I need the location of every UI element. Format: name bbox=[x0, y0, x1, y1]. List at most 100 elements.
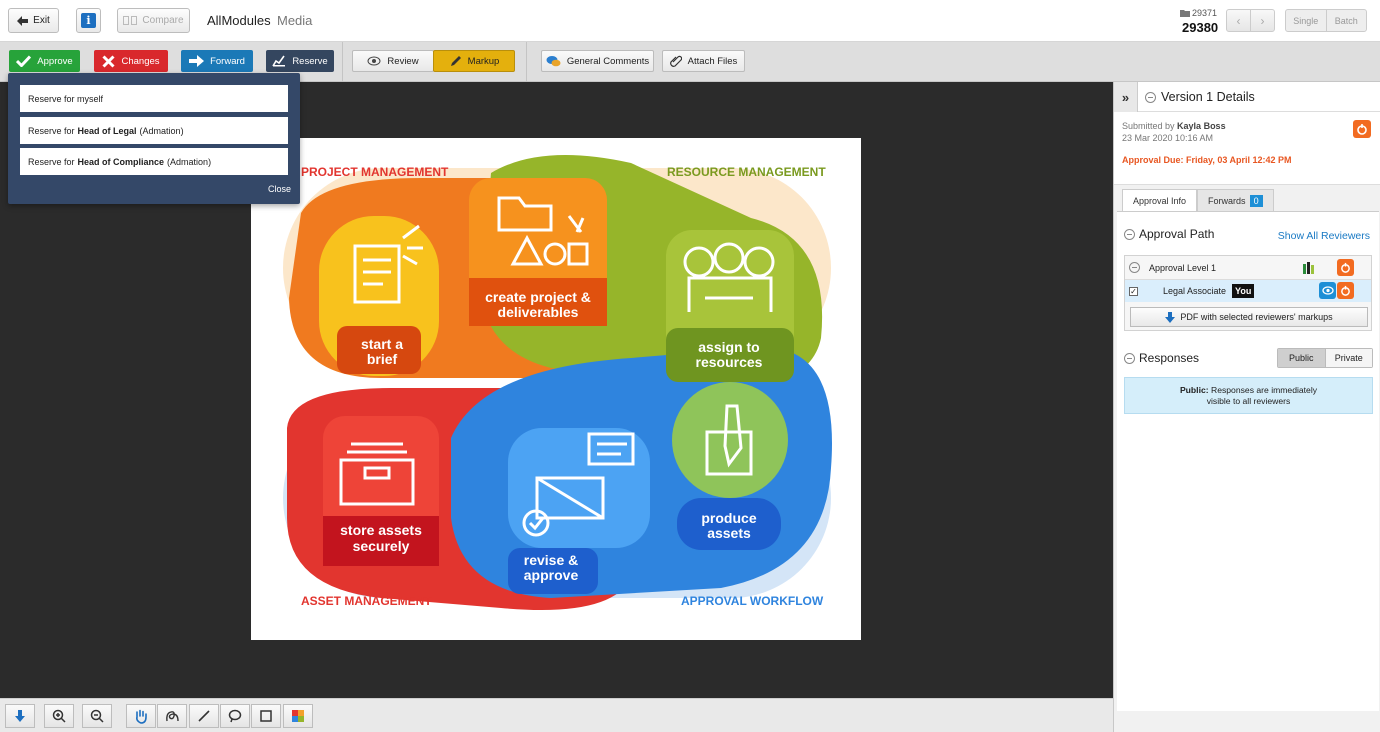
compare-label: Compare bbox=[142, 15, 184, 26]
option-org: (Admation) bbox=[167, 156, 212, 167]
view-mode-toggle: Single Batch bbox=[1285, 9, 1367, 32]
zoom-in-button[interactable] bbox=[44, 704, 74, 728]
reserve-button[interactable]: Reserve bbox=[266, 50, 334, 72]
step-produce-line2: assets bbox=[707, 525, 751, 541]
approve-label: Approve bbox=[37, 55, 73, 67]
rectangle-icon bbox=[260, 710, 272, 722]
divider bbox=[342, 42, 343, 82]
approve-button[interactable]: Approve bbox=[9, 50, 80, 72]
review-mode-button[interactable]: Review bbox=[352, 50, 434, 72]
double-chevron-right-icon: » bbox=[1121, 89, 1130, 105]
comments-icon bbox=[546, 55, 561, 66]
tab-approval-info[interactable]: Approval Info bbox=[1122, 189, 1198, 211]
previous-version[interactable]: 29371 bbox=[1180, 8, 1217, 18]
changes-button[interactable]: Changes bbox=[94, 50, 168, 72]
freehand-tool-button[interactable] bbox=[157, 704, 187, 728]
pen-icon bbox=[705, 404, 753, 476]
option-prefix: Reserve for bbox=[28, 125, 75, 136]
attach-files-label: Attach Files bbox=[687, 55, 738, 67]
check-icon bbox=[16, 55, 32, 67]
private-button[interactable]: Private bbox=[1324, 349, 1372, 367]
info-button[interactable]: i bbox=[76, 8, 101, 33]
option-role: Head of Legal bbox=[77, 125, 137, 136]
submitter-name: Kayla Boss bbox=[1177, 121, 1226, 131]
approval-due: Approval Due: Friday, 03 April 12:42 PM bbox=[1122, 155, 1292, 165]
color-picker-button[interactable] bbox=[283, 704, 313, 728]
workflow-infographic: start a brief create project & deliverab… bbox=[283, 155, 832, 610]
approval-level-row[interactable]: Approval Level 1 bbox=[1125, 256, 1371, 280]
pdf-button-label: PDF with selected reviewers' markups bbox=[1180, 312, 1333, 322]
line-tool-button[interactable] bbox=[189, 704, 219, 728]
tile-produce bbox=[672, 382, 788, 498]
forwards-count-badge: 0 bbox=[1249, 194, 1263, 207]
show-all-reviewers-link[interactable]: Show All Reviewers bbox=[1277, 230, 1370, 242]
heading-resource: RESOURCE MANAGEMENT bbox=[667, 165, 826, 179]
reserve-head-of-compliance-option[interactable]: Reserve for Head of Compliance (Admation… bbox=[20, 148, 288, 175]
attach-files-button[interactable]: Attach Files bbox=[662, 50, 745, 72]
you-badge: You bbox=[1232, 284, 1255, 298]
hand-icon bbox=[136, 709, 147, 724]
details-panel: » Version 1 Details Submitted by Kayla B… bbox=[1113, 82, 1380, 732]
tile-revise bbox=[508, 428, 650, 548]
top-bar: Exit i Compare AllModules Media 29371 29… bbox=[0, 0, 1380, 42]
reserve-icon bbox=[272, 55, 286, 67]
collapse-icon bbox=[1129, 262, 1140, 273]
view-batch-button[interactable]: Batch bbox=[1325, 10, 1367, 31]
option-prefix: Reserve for bbox=[28, 156, 75, 167]
view-single-button[interactable]: Single bbox=[1293, 15, 1319, 26]
bottom-toolbar bbox=[0, 698, 1113, 732]
divider bbox=[526, 42, 527, 82]
reserve-head-of-legal-option[interactable]: Reserve for Head of Legal (Admation) bbox=[20, 117, 288, 144]
close-dropdown-link[interactable]: Close bbox=[267, 184, 291, 194]
exit-button[interactable]: Exit bbox=[8, 8, 59, 33]
step-create-line1: create project & bbox=[485, 289, 591, 305]
chevron-right-icon[interactable]: › bbox=[1250, 10, 1274, 31]
reviewer-checkbox[interactable]: ✓ bbox=[1129, 286, 1138, 296]
review-label: Review bbox=[387, 55, 419, 67]
pencil-icon bbox=[450, 55, 461, 66]
approval-path-heading[interactable]: Approval Path bbox=[1124, 227, 1214, 241]
step-store-line1: store assets bbox=[340, 522, 422, 538]
exit-label: Exit bbox=[33, 15, 50, 26]
folder-icon bbox=[1180, 10, 1190, 17]
reviewer-row[interactable]: ✓ Legal Associate You bbox=[1125, 280, 1371, 302]
ellipse-tool-button[interactable] bbox=[220, 704, 250, 728]
step-brief-line1: start a bbox=[361, 336, 403, 352]
collapse-icon bbox=[1124, 352, 1135, 364]
compare-button[interactable]: Compare bbox=[117, 8, 190, 33]
responses-heading[interactable]: Responses bbox=[1124, 351, 1199, 365]
step-revise-line2: approve bbox=[524, 567, 579, 583]
step-produce-line1: produce bbox=[701, 510, 756, 526]
submitted-prefix: Submitted by bbox=[1122, 121, 1175, 131]
app-title: AllModules bbox=[207, 13, 271, 28]
lasso-icon bbox=[228, 709, 242, 723]
view-markup-icon[interactable] bbox=[1319, 282, 1336, 299]
reserve-myself-option[interactable]: Reserve for myself bbox=[20, 85, 288, 112]
public-button[interactable]: Public bbox=[1278, 349, 1325, 367]
pan-tool-button[interactable] bbox=[126, 704, 156, 728]
reviewers-status-icon bbox=[1303, 262, 1314, 274]
forward-button[interactable]: Forward bbox=[181, 50, 253, 72]
collapse-panel-button[interactable]: » bbox=[1114, 82, 1138, 112]
submission-info: Submitted by Kayla Boss 23 Mar 2020 10:1… bbox=[1114, 112, 1380, 185]
level-status-icon bbox=[1337, 259, 1354, 276]
approve-doc-icon bbox=[522, 432, 635, 537]
tab-forwards[interactable]: Forwards 0 bbox=[1197, 189, 1274, 211]
submitted-by: Submitted by Kayla Boss 23 Mar 2020 10:1… bbox=[1122, 120, 1226, 144]
markup-mode-button[interactable]: Markup bbox=[433, 50, 515, 72]
zoom-out-button[interactable] bbox=[82, 704, 112, 728]
current-version-number: 29380 bbox=[1182, 20, 1219, 35]
pdf-markups-button[interactable]: PDF with selected reviewers' markups bbox=[1130, 307, 1368, 327]
compare-icon bbox=[123, 16, 138, 25]
chevron-left-icon[interactable]: ‹ bbox=[1236, 13, 1241, 28]
palette-icon bbox=[292, 710, 304, 722]
download-button[interactable] bbox=[5, 704, 35, 728]
panel-title[interactable]: Version 1 Details bbox=[1145, 90, 1255, 104]
version-nav: ‹ › bbox=[1226, 9, 1275, 32]
responses-visibility-toggle: Public Private bbox=[1277, 348, 1373, 368]
artwork-canvas[interactable]: start a brief create project & deliverab… bbox=[251, 138, 861, 640]
cross-icon bbox=[102, 54, 116, 68]
reviewer-name: Legal Associate bbox=[1163, 286, 1227, 296]
general-comments-button[interactable]: General Comments bbox=[541, 50, 654, 72]
rectangle-tool-button[interactable] bbox=[251, 704, 281, 728]
